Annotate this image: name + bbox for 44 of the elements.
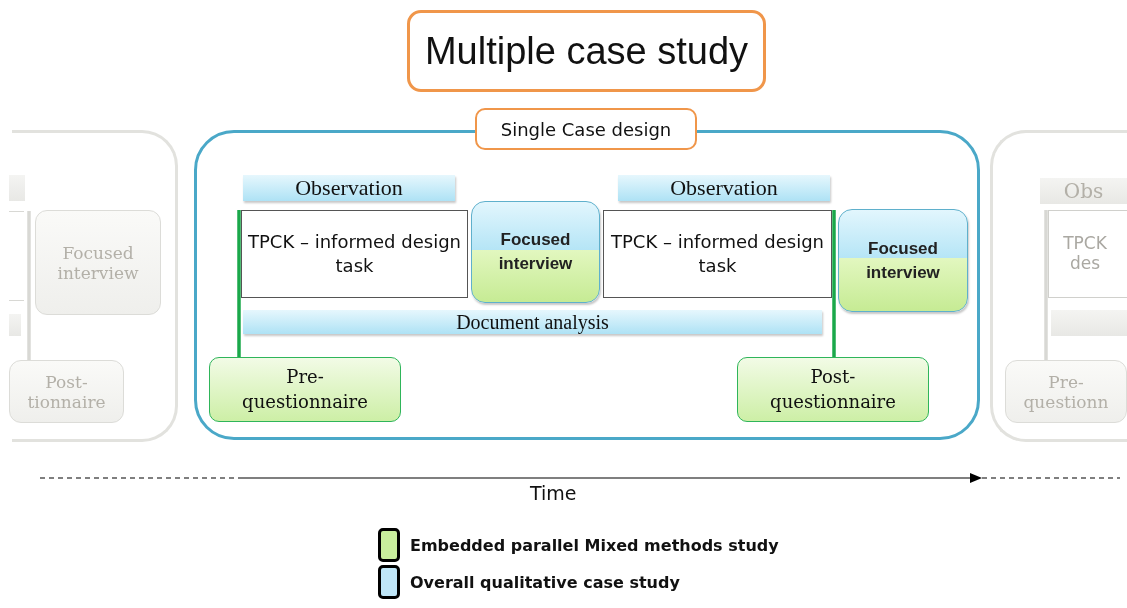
interview-box	[838, 209, 968, 312]
node-text: TPCK des	[1062, 233, 1108, 273]
node-text: Observation	[295, 175, 403, 201]
method-bar	[618, 175, 830, 201]
node-text: Obs	[1063, 179, 1104, 203]
method-bar	[9, 314, 21, 336]
node-text: Post- questionnaire	[769, 365, 897, 414]
method-box	[9, 360, 124, 423]
node-text: Pre- questionnaire	[241, 365, 369, 414]
node-text: TPCK – informed design task	[610, 229, 825, 278]
case-frame	[990, 130, 1127, 442]
method-box	[1005, 360, 1127, 423]
questionnaire-box	[209, 357, 401, 422]
node-text: Observation	[670, 175, 778, 201]
case-label	[475, 108, 697, 150]
method-box	[35, 210, 161, 315]
node-text: Focused interview	[56, 242, 140, 283]
connector-line	[237, 210, 241, 357]
connector-line	[1044, 210, 1048, 360]
legend-text: Embedded parallel Mixed methods study	[410, 535, 779, 555]
node-text: Document analysis	[456, 310, 609, 334]
node-text: TPCK – informed design task	[247, 229, 462, 278]
title-box: Multiple case study	[407, 10, 766, 92]
method-bar	[243, 310, 822, 334]
node-text: Pre- questionn	[1022, 371, 1110, 412]
connector-line	[27, 211, 31, 360]
task-box	[241, 210, 468, 298]
method-bar	[243, 175, 455, 201]
node-text: Single Case design	[500, 118, 672, 140]
case-frame	[12, 130, 178, 442]
interview-box	[471, 201, 600, 303]
method-bar	[9, 175, 25, 201]
node-text: Focused interview	[497, 229, 574, 275]
node-text: Post- tionnaire	[26, 371, 107, 412]
task-box	[603, 210, 832, 298]
axis-label: Time	[530, 482, 577, 504]
legend-text: Overall qualitative case study	[410, 572, 680, 592]
questionnaire-box	[737, 357, 929, 422]
method-bar	[1040, 178, 1127, 204]
node-text: Focused interview	[865, 237, 941, 284]
method-bar	[1051, 310, 1127, 336]
task-box	[9, 211, 24, 301]
task-box	[1048, 210, 1127, 298]
connector-line	[832, 210, 836, 357]
